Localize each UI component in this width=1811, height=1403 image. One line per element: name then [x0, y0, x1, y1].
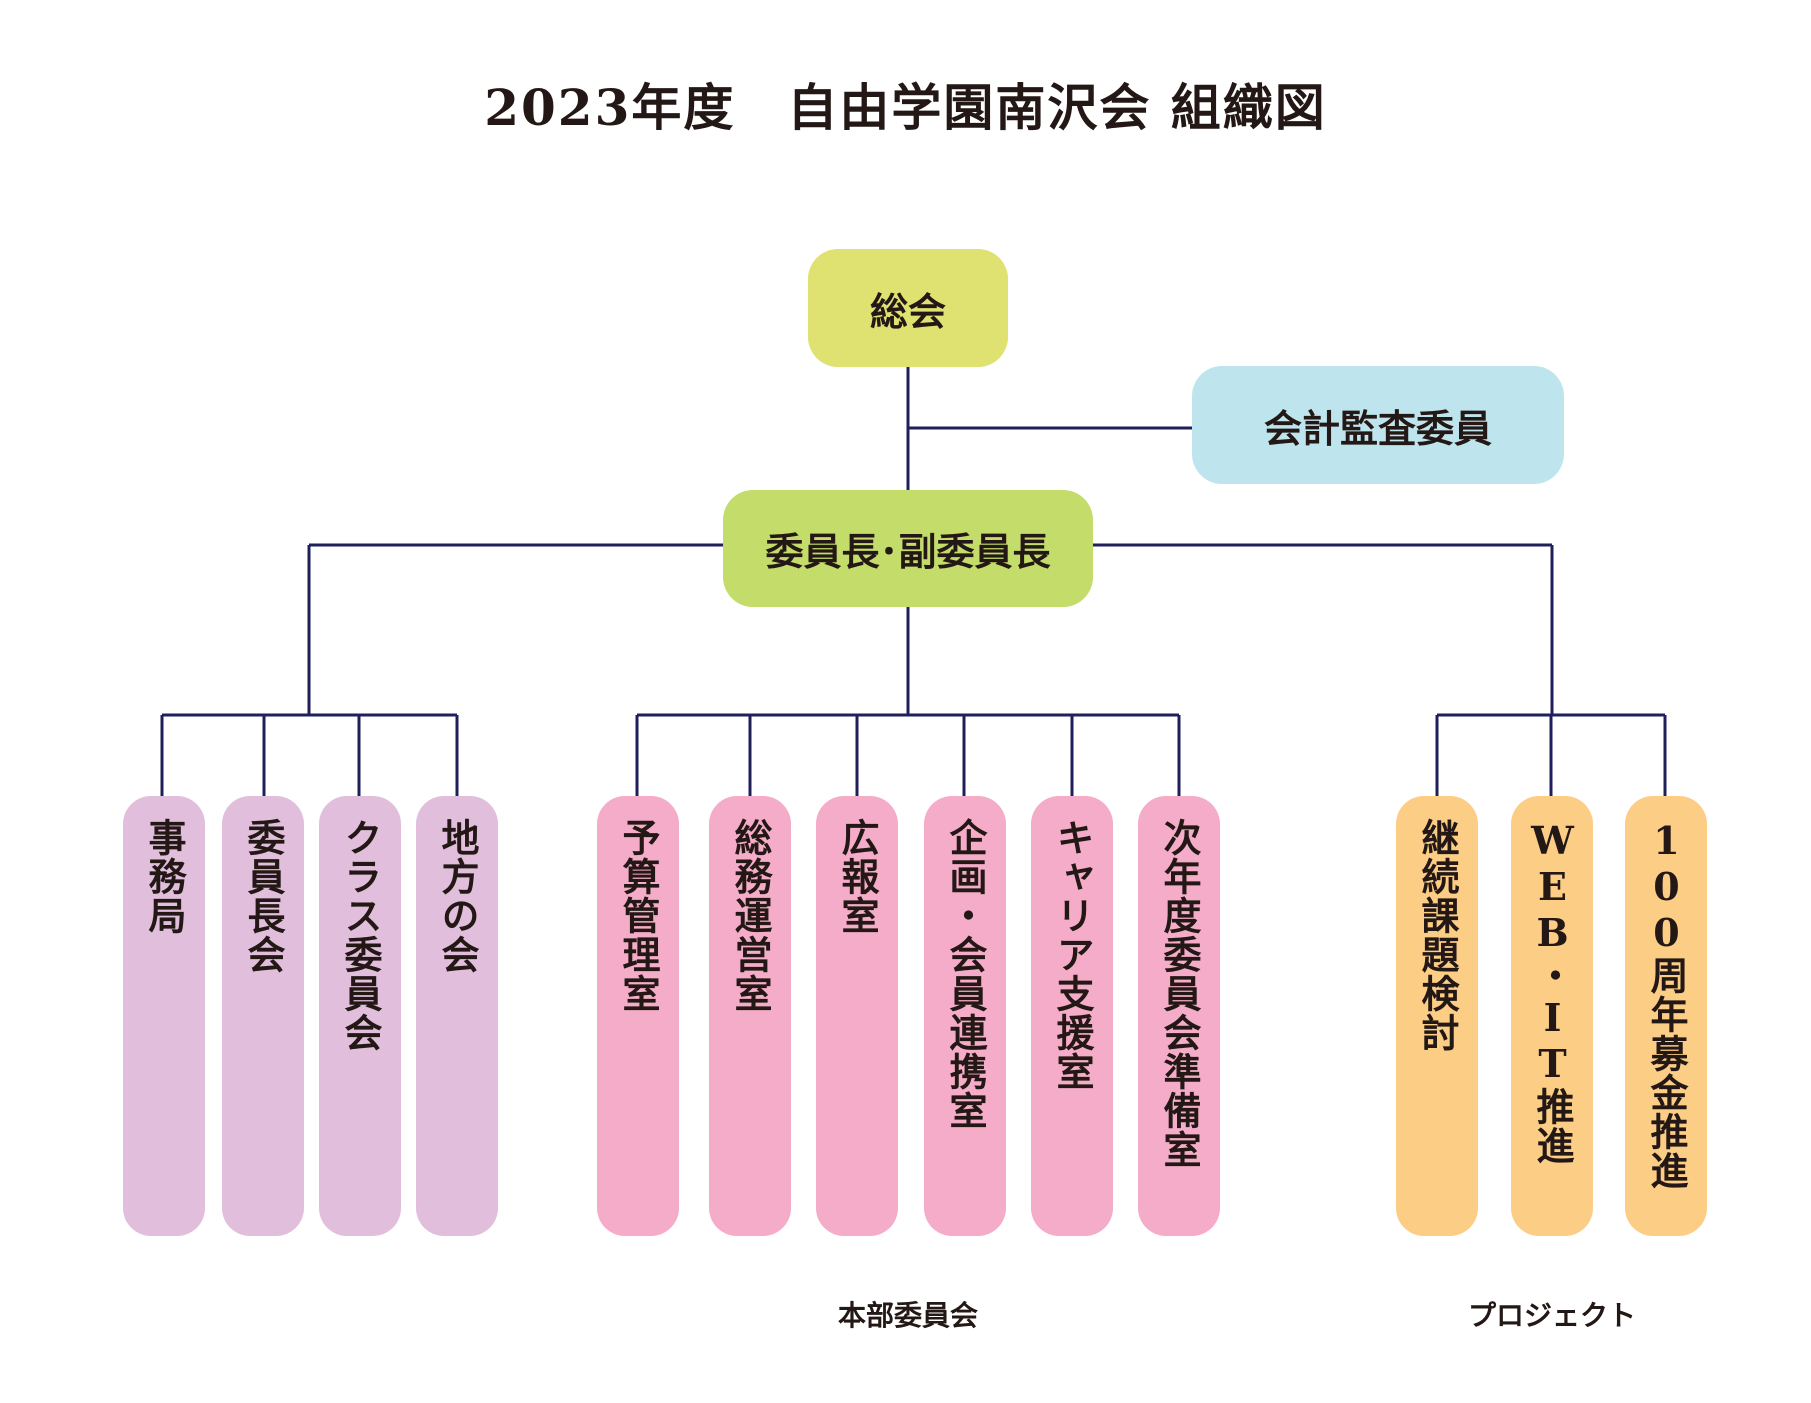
headquarters-item: キャリア支援室	[1031, 796, 1113, 1236]
project-item-label: 継続課題検討	[1415, 818, 1460, 1052]
headquarters-item: 次年度委員会準備室	[1138, 796, 1220, 1236]
project-item: 100周年募金推進	[1625, 796, 1707, 1236]
auditor-label: 会計監査委員	[1263, 405, 1492, 451]
project-group-label: プロジェクト	[1467, 1299, 1636, 1332]
headquarters-item: 予算管理室	[597, 796, 679, 1236]
left-branch-item-label: 地方の会	[435, 818, 480, 974]
headquarters-item: 企画・会員連携室	[924, 796, 1006, 1236]
left-branch-item: 事務局	[123, 796, 205, 1236]
headquarters-item-label: 広報室	[835, 818, 880, 935]
page-title: 2023年度 自由学園南沢会 組織図	[484, 78, 1327, 137]
general-meeting-box: 総会	[808, 249, 1008, 367]
left-branch-item: クラス委員会	[319, 796, 401, 1236]
headquarters-item-label: キャリア支援室	[1050, 818, 1095, 1091]
left-branch-item-label: クラス委員会	[338, 818, 383, 1052]
project-item-label: WEB・IT推進	[1530, 818, 1575, 1165]
headquarters-item: 総務運営室	[709, 796, 791, 1236]
left-branch-item: 地方の会	[416, 796, 498, 1236]
project-item: 継続課題検討	[1396, 796, 1478, 1236]
project-item-label: 100周年募金推進	[1644, 818, 1689, 1190]
headquarters-item-label: 企画・会員連携室	[943, 818, 988, 1130]
left-branch-item-label: 事務局	[142, 818, 187, 935]
headquarters-item-label: 次年度委員会準備室	[1157, 818, 1202, 1169]
project-item: WEB・IT推進	[1511, 796, 1593, 1236]
chair-box: 委員長･副委員長	[723, 490, 1093, 607]
headquarters-item-label: 総務運営室	[728, 818, 773, 1013]
chair-label: 委員長･副委員長	[765, 529, 1051, 574]
auditor-box: 会計監査委員	[1192, 366, 1564, 484]
headquarters-group-label: 本部委員会	[837, 1299, 978, 1332]
headquarters-item: 広報室	[816, 796, 898, 1236]
left-branch-item: 委員長会	[222, 796, 304, 1236]
general-meeting-label: 総会	[869, 288, 946, 334]
left-branch-item-label: 委員長会	[241, 818, 286, 974]
headquarters-item-label: 予算管理室	[616, 818, 661, 1013]
